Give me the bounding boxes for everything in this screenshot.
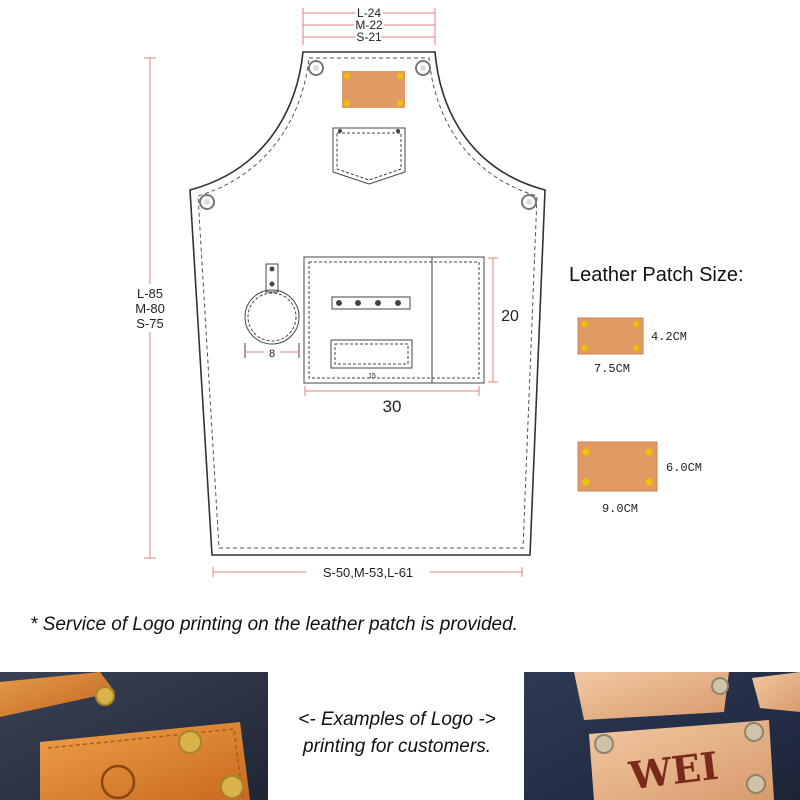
pocket-width-label: 30 bbox=[383, 397, 402, 416]
length-size-l: L-85 bbox=[137, 286, 163, 301]
logo-example-photo-left bbox=[0, 672, 268, 800]
chest-leather-patch bbox=[342, 71, 405, 108]
patch-small-width: 7.5CM bbox=[594, 362, 630, 376]
pocket-small-label: 15 bbox=[368, 373, 376, 380]
length-size-s: S-75 bbox=[136, 316, 163, 331]
patch-large bbox=[577, 441, 658, 492]
examples-caption-line-1: <- Examples of Logo -> bbox=[298, 709, 496, 730]
examples-caption: <- Examples of Logo -> printing for cust… bbox=[270, 706, 524, 760]
chest-pocket bbox=[332, 127, 406, 185]
apron-outline bbox=[189, 51, 546, 556]
patch-large-width: 9.0CM bbox=[602, 502, 638, 516]
patch-large-height: 6.0CM bbox=[666, 461, 702, 475]
pocket-width-dimension bbox=[304, 386, 480, 396]
top-size-l: L-24 bbox=[357, 6, 381, 20]
apron-stitching bbox=[197, 57, 538, 549]
patch-small bbox=[577, 317, 644, 355]
logo-example-photo-right: WEI bbox=[524, 672, 800, 800]
top-size-s: S-21 bbox=[356, 30, 382, 44]
top-size-m: M-22 bbox=[355, 18, 383, 32]
patch-size-heading: Leather Patch Size: bbox=[569, 264, 744, 286]
patch-small-height: 4.2CM bbox=[651, 330, 687, 344]
top-dimension bbox=[302, 8, 436, 45]
right-photo-logo: WEI bbox=[626, 743, 721, 799]
service-note: * Service of Logo printing on the leathe… bbox=[30, 614, 518, 635]
bottom-size: S-50,M-53,L-61 bbox=[323, 565, 413, 580]
pocket-height-label: 20 bbox=[501, 308, 519, 325]
pocket-height-dimension bbox=[488, 257, 498, 383]
length-size-m: M-80 bbox=[135, 301, 165, 316]
examples-caption-line-2: printing for customers. bbox=[303, 736, 491, 757]
ring-width-label: 8 bbox=[269, 348, 275, 360]
main-pocket bbox=[303, 256, 485, 384]
